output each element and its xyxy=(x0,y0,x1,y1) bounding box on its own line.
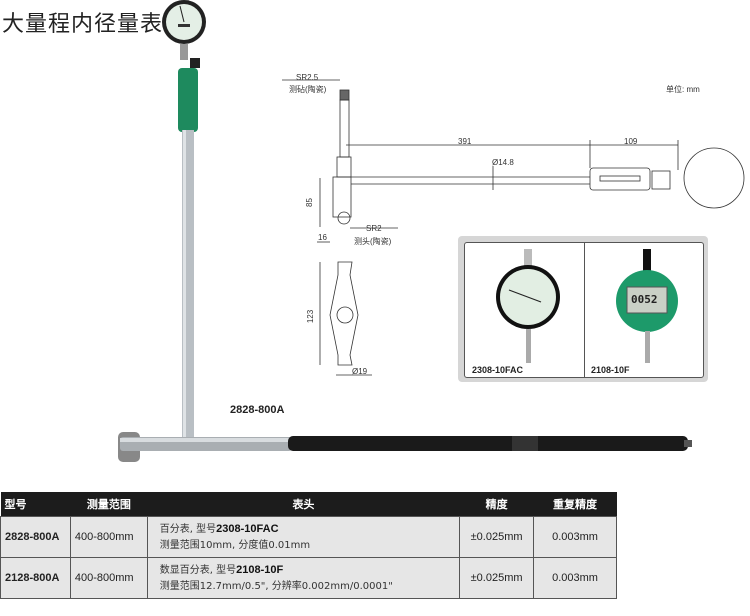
dim-109: 109 xyxy=(624,137,638,146)
dimension-drawing xyxy=(282,79,745,376)
cell-model: 2128-800A xyxy=(0,557,71,599)
anvil-label: 测砧(陶瓷) xyxy=(289,85,327,94)
header-accuracy: 精度 xyxy=(459,492,534,517)
dial-indicator-image xyxy=(496,249,678,363)
desc-model: 2308-10FAC xyxy=(216,522,279,535)
desc-prefix: 数显百分表, 型号 xyxy=(159,564,237,576)
unit-label: 单位: mm xyxy=(666,85,700,94)
header-model: 型号 xyxy=(0,492,71,517)
caption-2308-10fac: 2308-10FAC xyxy=(472,365,524,375)
cell-range: 400-800mm xyxy=(69,557,148,599)
sr2-label: SR2 xyxy=(366,224,382,233)
table-row: 2128-800A 400-800mm 数显百分表, 型号2108-10F 测量范… xyxy=(0,557,617,599)
main-model-label: 2828-800A xyxy=(230,404,285,416)
dim-391: 391 xyxy=(458,137,472,146)
spec-table: 型号 测量范围 表头 精度 重复精度 2828-800A 400-800mm 百… xyxy=(0,492,617,599)
digital-reading: 0052 xyxy=(631,293,658,306)
cell-desc: 百分表, 型号2308-10FAC 测量范围10mm, 分度值0.01mm xyxy=(146,516,461,558)
cell-desc: 数显百分表, 型号2108-10F 测量范围12.7mm/0.5", 分辨率0.0… xyxy=(146,557,461,599)
header-repeatability: 重复精度 xyxy=(533,492,617,517)
cell-accuracy: ±0.025mm xyxy=(459,516,535,558)
head-label: 测头(陶瓷) xyxy=(354,237,392,246)
dim-16: 16 xyxy=(318,233,327,242)
cell-repeatability: 0.003mm xyxy=(533,557,617,599)
table-header: 型号 测量范围 表头 精度 重复精度 xyxy=(0,492,617,517)
header-range: 测量范围 xyxy=(70,492,148,517)
header-dial: 表头 xyxy=(147,492,460,517)
sr25-label: SR2.5 xyxy=(296,73,319,82)
page-title: 大量程内径量表 xyxy=(2,12,164,37)
desc-line2: 测量范围10mm, 分度值0.01mm xyxy=(159,539,311,551)
dia-14-8: Ø14.8 xyxy=(492,158,514,167)
cell-repeatability: 0.003mm xyxy=(533,516,617,558)
desc-line2: 测量范围12.7mm/0.5", 分辨率0.002mm/0.0001" xyxy=(159,580,393,592)
desc-model: 2108-10F xyxy=(236,563,284,576)
dim-85: 85 xyxy=(304,198,314,207)
cell-range: 400-800mm xyxy=(69,516,148,558)
dim-123: 123 xyxy=(306,309,316,324)
dia-19: Ø19 xyxy=(352,367,368,376)
bore-gauge-photo xyxy=(118,0,692,462)
table-row: 2828-800A 400-800mm 百分表, 型号2308-10FAC 测量范… xyxy=(0,516,617,558)
cell-model: 2828-800A xyxy=(0,516,71,558)
dial-options-panel: 0052 2308-10FAC 2108-10F xyxy=(458,236,708,382)
desc-prefix: 百分表, 型号 xyxy=(159,523,217,535)
cell-accuracy: ±0.025mm xyxy=(459,557,535,599)
caption-2108-10f: 2108-10F xyxy=(591,365,630,375)
